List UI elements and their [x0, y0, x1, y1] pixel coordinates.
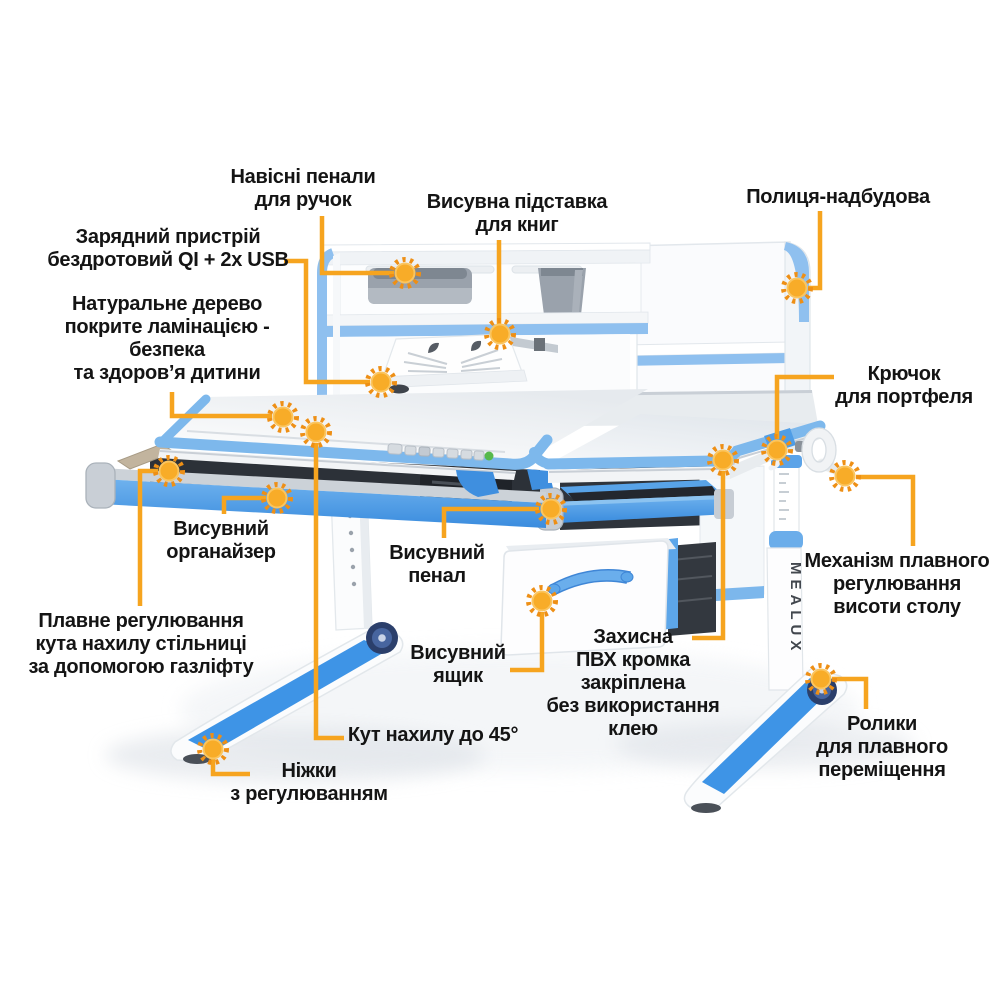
- callout-book-stand: Висувна підставка для книг: [426, 191, 608, 236]
- line-drawer: [510, 612, 545, 673]
- line-wireless-charger: [284, 258, 370, 385]
- drawer-rails: [668, 542, 716, 636]
- left-foot-blue-stripe: [188, 640, 388, 752]
- callout-lines: [137, 211, 916, 777]
- callout-drawer: Висувний ящик: [410, 642, 506, 687]
- line-height-mechanism: [856, 474, 916, 546]
- line-rollers: [832, 676, 869, 709]
- line-tilt-gas-lift: [137, 468, 158, 606]
- hutch-left-section: [317, 242, 651, 400]
- right-foot-blue-stripe: [702, 678, 832, 794]
- callout-adjustable-feet: Ніжки з регулюванням: [230, 760, 388, 805]
- callout-organizer: Висувний органайзер: [166, 518, 276, 563]
- cat-ear-icon: [471, 340, 482, 351]
- pen-cup: [538, 268, 586, 315]
- line-tilt-angle: [313, 443, 344, 741]
- callout-tilt-gas-lift: Плавне регулювання кута нахилу стільниці…: [28, 610, 254, 678]
- callout-pencil-drawer: Висувний пенал: [389, 542, 485, 587]
- callout-hanging-pencil-cases: Навісні пенали для ручок: [230, 166, 376, 211]
- drawer-end-cap: [85, 462, 116, 509]
- line-pencil-drawer: [441, 506, 539, 538]
- power-led-icon: [484, 451, 494, 461]
- height-scale-icon: [779, 473, 789, 520]
- foot-pad-icon: [691, 803, 721, 813]
- line-bag-hook: [774, 374, 834, 439]
- control-buttons: [387, 443, 494, 461]
- line-pvc-edge: [692, 471, 726, 641]
- callout-natural-wood: Натуральне дерево покрите ламінацією - б…: [64, 293, 270, 384]
- left-caster-wheel: [366, 622, 398, 654]
- callout-rollers: Ролики для плавного переміщення: [816, 713, 948, 781]
- callout-shelf-addon: Полиця-надбудова: [746, 186, 930, 208]
- callout-height-mechanism: Механізм плавного регулювання висоти сто…: [804, 550, 990, 618]
- line-adjustable-feet: [210, 759, 250, 777]
- book-stand: [376, 333, 558, 389]
- tilt-hinge: [527, 469, 553, 490]
- tilt-hinge: [456, 470, 499, 497]
- callout-tilt-angle: Кут нахилу до 45°: [347, 724, 519, 746]
- cat-ear-icon: [428, 342, 439, 353]
- callout-pvc-edge: Захисна ПВХ кромка закріплена без викори…: [546, 626, 720, 740]
- leg-brand-text: MEALUX: [787, 562, 804, 655]
- callout-wireless-charger: Зарядний пристрій бездротовий QI + 2x US…: [47, 226, 289, 271]
- callout-bag-hook: Крючок для портфеля: [835, 363, 973, 408]
- line-natural-wood: [169, 392, 272, 419]
- cat-whiskers-icon: [403, 349, 503, 373]
- line-hanging-pencil-cases: [319, 216, 394, 276]
- line-organizer: [221, 495, 266, 514]
- organizer-drawer: [85, 443, 546, 528]
